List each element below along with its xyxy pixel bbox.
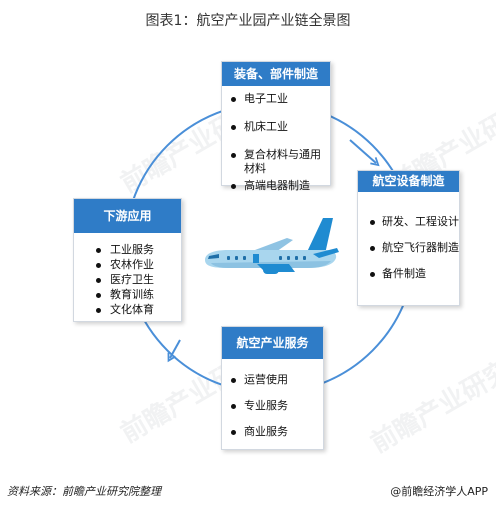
credit-note: @前瞻经济学人APP	[390, 485, 488, 498]
list-item: 研发、工程设计	[358, 215, 459, 229]
list-item: 专业服务	[222, 399, 323, 413]
card-heading: 装备、部件制造	[222, 62, 330, 86]
aviation-services-card: 航空产业服务 运营使用 专业服务 商业服务	[221, 326, 324, 450]
list-item: 教育训练	[74, 288, 181, 302]
downstream-applications-card: 下游应用 工业服务 农林作业 医疗卫生 教育训练 文化体育	[73, 198, 182, 322]
equipment-manufacturing-card: 装备、部件制造 电子工业 机床工业 复合材料与通用材料 高端电器制造	[221, 61, 331, 192]
figure-title: 图表1：航空产业园产业链全景图	[145, 13, 351, 29]
cycle-arrow	[167, 339, 181, 363]
list-item: 备件制造	[358, 267, 459, 281]
list-item: 商业服务	[222, 425, 323, 439]
list-item: 高端电器制造	[222, 179, 330, 193]
card-heading: 航空设备制造	[358, 171, 459, 192]
list-item: 医疗卫生	[74, 273, 181, 287]
cycle-arrow	[349, 139, 380, 167]
source-note: 资料来源：前瞻产业研究院整理	[7, 485, 161, 498]
card-heading: 航空产业服务	[222, 327, 323, 359]
list-item: 航空飞行器制造	[358, 241, 459, 255]
aviation-equipment-card: 航空设备制造 研发、工程设计 航空飞行器制造 备件制造	[357, 170, 460, 306]
card-heading: 下游应用	[74, 199, 181, 233]
list-item: 机床工业	[222, 120, 330, 134]
list-item: 工业服务	[74, 243, 181, 257]
airplane-icon	[205, 218, 339, 274]
list-item: 农林作业	[74, 258, 181, 272]
list-item: 复合材料与通用材料	[222, 148, 330, 176]
list-item: 运营使用	[222, 373, 323, 387]
list-item: 电子工业	[222, 92, 330, 106]
list-item: 文化体育	[74, 303, 181, 317]
